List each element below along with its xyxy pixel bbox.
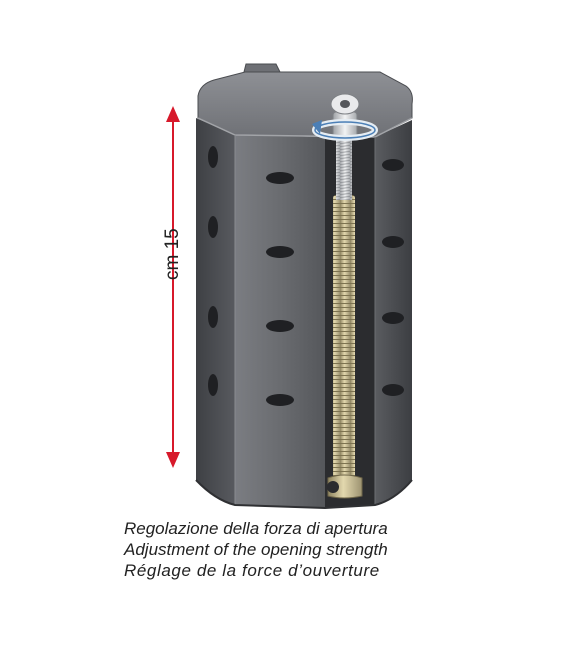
- adjustment-spring: [327, 140, 363, 499]
- adjustment-slots: [208, 146, 404, 406]
- adjustment-screw: [312, 93, 378, 141]
- caption-english: Adjustment of the opening strength: [124, 540, 388, 559]
- hinge-housing: [195, 63, 413, 510]
- height-dimension-arrow: [166, 106, 180, 468]
- caption-italian: Regolazione della forza di apertura: [124, 519, 388, 538]
- height-dimension-label: cm 15: [162, 228, 183, 280]
- caption-french: Réglage de la force d’ouverture: [124, 561, 380, 580]
- hinge-cutaway-illustration: [166, 63, 413, 510]
- caption-block: Regolazione della forza di apertura Adju…: [124, 518, 484, 581]
